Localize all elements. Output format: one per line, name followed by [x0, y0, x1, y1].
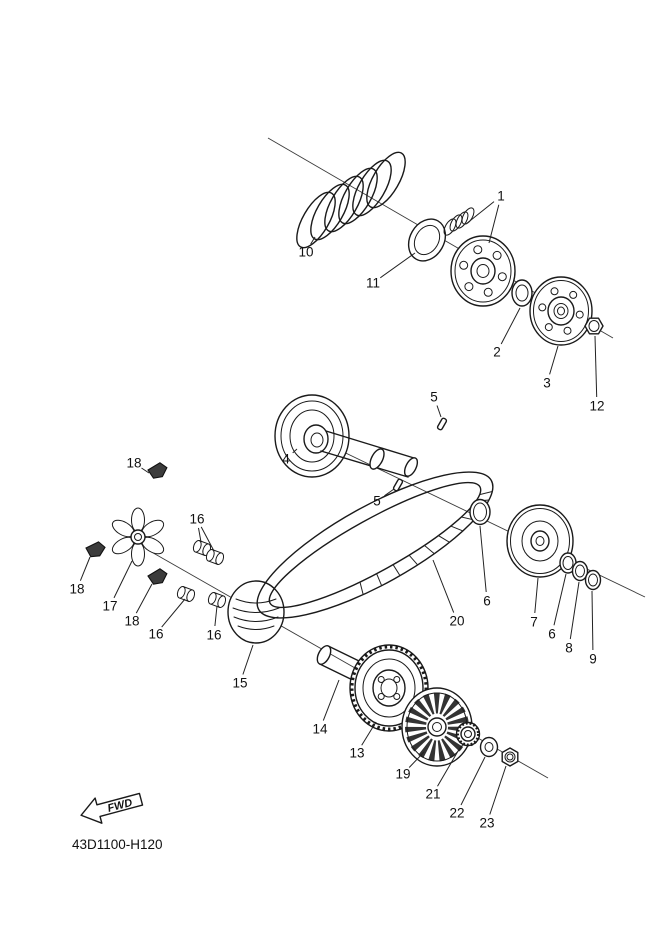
callout-leader-18	[79, 556, 91, 581]
callout-leader-22	[460, 756, 486, 806]
callout-19: 19	[395, 767, 410, 782]
callout-12: 12	[589, 399, 604, 414]
callout-18: 18	[69, 582, 84, 597]
slide-plate-17	[111, 507, 165, 567]
spring-collar-15	[227, 580, 285, 644]
pin-5-lower	[392, 478, 404, 492]
callout-8: 8	[565, 641, 573, 656]
o-ring-6-a	[469, 498, 491, 526]
callout-leader-21	[437, 745, 462, 787]
callout-leader-16	[161, 598, 186, 628]
callout-3: 3	[543, 376, 551, 391]
nut-23	[501, 747, 519, 767]
callout-7: 7	[530, 615, 538, 630]
callout-leader-7	[534, 577, 539, 614]
callout-1: 1	[497, 189, 505, 204]
callout-leader-16	[214, 605, 218, 627]
diagram-code: 43D1100-H120	[72, 837, 163, 852]
pin-5-upper	[436, 417, 448, 431]
callout-23: 23	[479, 816, 494, 831]
callout-5: 5	[430, 390, 438, 405]
callout-leader-5	[384, 488, 395, 497]
roller-16-d	[207, 592, 227, 608]
callout-20: 20	[449, 614, 464, 629]
callout-15: 15	[232, 676, 247, 691]
v-belt-20	[256, 471, 494, 619]
callout-leader-8	[569, 581, 580, 640]
spring-10	[296, 151, 406, 249]
callout-18: 18	[124, 614, 139, 629]
callout-14: 14	[312, 722, 328, 737]
callout-16: 16	[189, 512, 204, 527]
washer-2	[511, 279, 533, 307]
callout-6: 6	[548, 627, 556, 642]
fan-sheave-19	[401, 687, 473, 767]
callout-9: 9	[589, 652, 597, 667]
slider-18-b	[85, 541, 106, 558]
callout-leader-18	[141, 467, 150, 474]
callout-leader-5	[436, 405, 442, 418]
callout-leader-9	[591, 590, 594, 651]
callout-13: 13	[349, 746, 364, 761]
callout-leader-6	[553, 573, 567, 626]
callout-leader-16	[200, 526, 215, 552]
small-spring-1	[443, 207, 475, 236]
clutch-housing-3	[529, 276, 593, 346]
callout-leader-6	[479, 525, 487, 593]
callout-22: 22	[449, 806, 464, 821]
callout-leader-16	[198, 527, 202, 543]
callout-leader-14	[322, 679, 340, 721]
clutch-carrier-1	[450, 235, 516, 307]
fwd-label: FWD	[106, 797, 133, 815]
callout-17: 17	[102, 599, 117, 614]
callout-leader-17	[113, 560, 133, 599]
callout-leader-13	[361, 721, 377, 746]
callout-21: 21	[425, 787, 440, 802]
spring-seat-11	[407, 218, 447, 262]
callout-leader-18	[135, 583, 153, 614]
callout-leader-11	[380, 252, 416, 279]
callout-leader-10	[310, 236, 316, 245]
callout-2: 2	[493, 345, 501, 360]
ring-9	[584, 569, 602, 591]
driven-face-4	[274, 394, 419, 478]
callout-leader-3	[549, 345, 559, 375]
callout-leader-4	[292, 448, 298, 454]
callout-6: 6	[483, 594, 491, 609]
callout-leader-1	[488, 204, 500, 244]
callout-5: 5	[373, 494, 381, 509]
callout-leader-15	[242, 644, 254, 675]
callout-11: 11	[366, 276, 380, 291]
callout-10: 10	[298, 245, 313, 260]
callout-16: 16	[148, 627, 163, 642]
callout-leader-20	[432, 559, 455, 613]
washer-22	[479, 736, 499, 758]
slider-18-c	[147, 568, 168, 585]
callout-leader-23	[489, 765, 507, 815]
callout-leader-19	[408, 751, 425, 768]
callout-leader-12	[594, 335, 598, 398]
driven-disc-7	[506, 504, 574, 578]
nut-12	[584, 317, 604, 335]
roller-16-c	[176, 586, 196, 602]
roller-16-b	[205, 549, 225, 565]
slider-18-a	[147, 462, 168, 479]
fwd-arrow: FWD	[80, 792, 144, 824]
callout-leader-1	[465, 201, 495, 225]
callout-leader-2	[500, 307, 521, 345]
callout-4: 4	[282, 452, 290, 467]
ring-8	[571, 560, 589, 582]
callout-18: 18	[126, 456, 141, 471]
gear-21	[455, 721, 481, 747]
callout-16: 16	[206, 628, 221, 643]
